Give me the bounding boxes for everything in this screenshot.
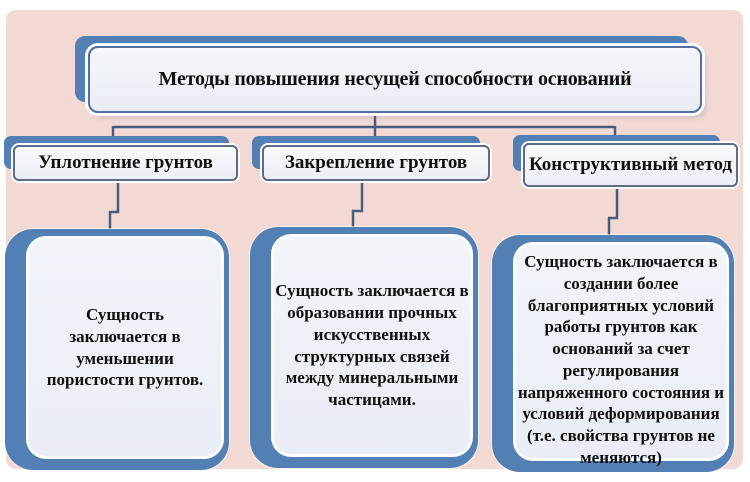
category-box-compaction: Уплотнение грунтов bbox=[13, 145, 238, 181]
description-box-stabilization: Сущность заключается в образовании прочн… bbox=[250, 227, 478, 468]
category-label-constructive: Конструктивный метод bbox=[528, 154, 733, 176]
compaction-connector bbox=[108, 179, 120, 231]
category-label-compaction: Уплотнение грунтов bbox=[38, 152, 213, 174]
title-to-row-connector bbox=[111, 112, 617, 141]
description-box-constructive-inner: Сущность заключается в создании более бл… bbox=[513, 242, 729, 467]
diagram-title: Методы повышения несущей способности осн… bbox=[158, 68, 632, 90]
constructive-connector bbox=[607, 185, 619, 237]
stabilization-connector bbox=[351, 179, 364, 229]
category-label-stabilization: Закрепление грунтов bbox=[284, 152, 468, 174]
description-box-compaction: Сущность заключается в уменьшении порист… bbox=[5, 229, 229, 470]
description-text-compaction: Сущность заключается в уменьшении порист… bbox=[46, 305, 204, 390]
description-box-compaction-inner: Сущность заключается в уменьшении порист… bbox=[26, 236, 224, 459]
category-box-constructive: Конструктивный метод bbox=[523, 143, 738, 187]
category-box-stabilization: Закрепление грунтов bbox=[262, 145, 490, 181]
description-text-stabilization: Сущность заключается в образовании прочн… bbox=[275, 281, 469, 409]
description-text-constructive: Сущность заключается в создании более бл… bbox=[517, 252, 725, 467]
description-box-stabilization-inner: Сущность заключается в образовании прочн… bbox=[271, 234, 473, 457]
description-box-constructive: Сущность заключается в создании более бл… bbox=[492, 235, 734, 472]
title-box: Методы повышения несущей способности осн… bbox=[88, 46, 702, 113]
